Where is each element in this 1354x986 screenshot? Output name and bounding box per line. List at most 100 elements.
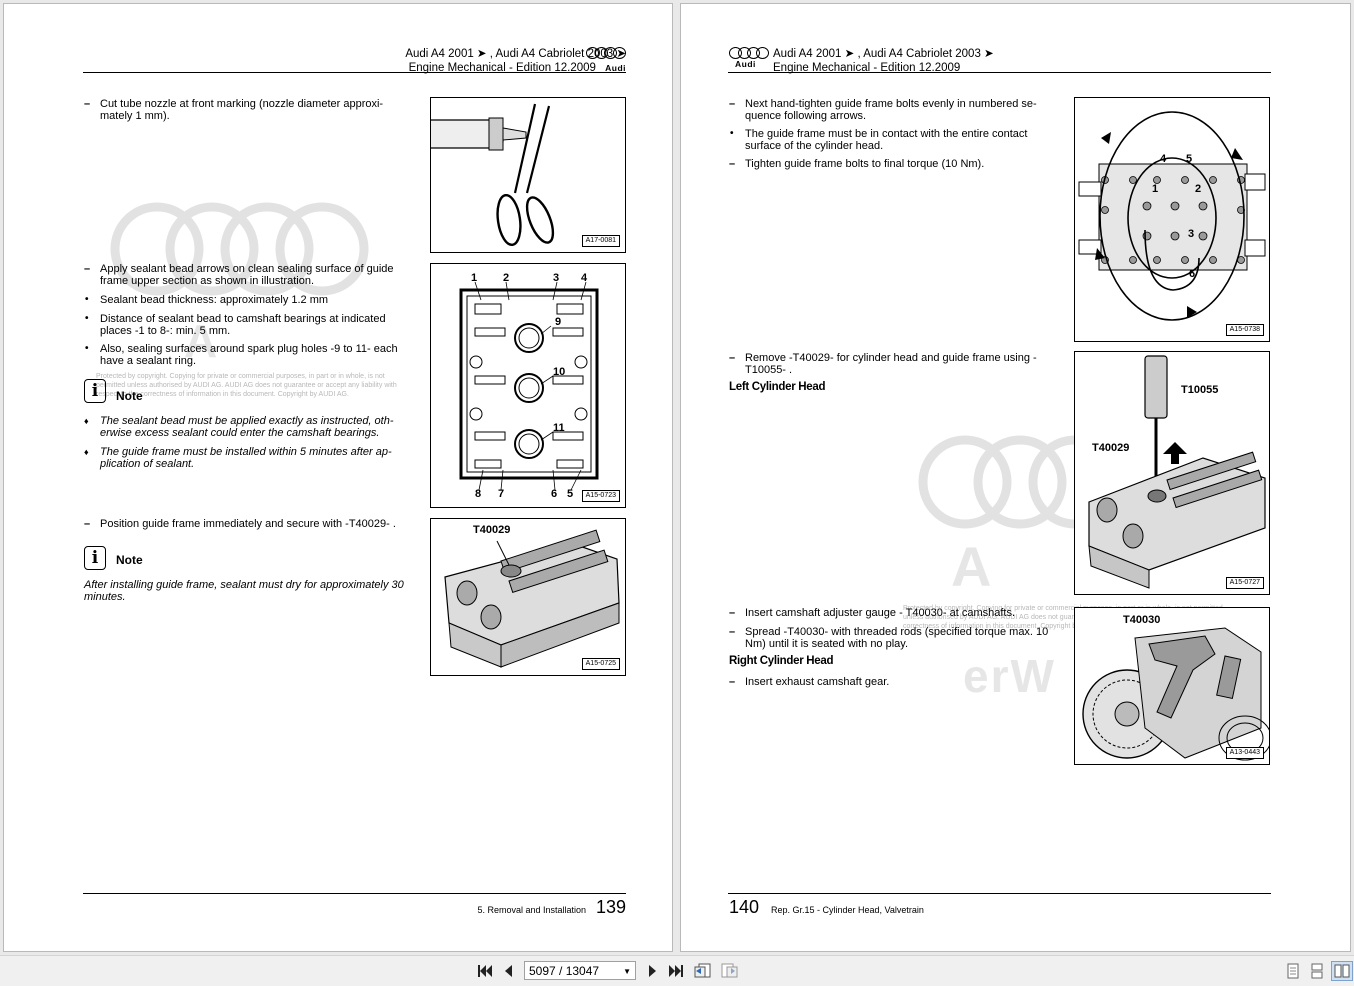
callout-3: 3	[553, 272, 560, 284]
bullet-bead-thickness: • Sealant bead thickness: approximately …	[84, 294, 418, 306]
bullet-marker: •	[85, 294, 89, 305]
copyright-watermark: Protected by copyright. Copying for priv…	[96, 373, 397, 398]
watermark-audi-wordmark: A	[951, 535, 994, 598]
callout-2: 2	[1195, 183, 1202, 195]
figure-bolt-sequence: 4 5 1 2 3 6 A15-0738	[1074, 97, 1270, 342]
callout-4: 4	[581, 272, 588, 284]
bullet-spark-plug-rings: • Also, sealing surfaces around spark pl…	[84, 343, 418, 367]
step-cut-nozzle: – Cut tube nozzle at front marking (nozz…	[84, 98, 410, 122]
callout-11: 11	[553, 422, 565, 434]
bullet-contact-surface: • The guide frame must be in contact wit…	[729, 128, 1065, 152]
page-number: 140	[729, 897, 760, 917]
facing-pages-view-button[interactable]	[1331, 961, 1353, 981]
warning-marker: ♦	[84, 416, 89, 426]
audi-logo: Audi	[605, 63, 626, 73]
warning-text: The guide frame must be installed within…	[100, 446, 392, 470]
footer-section: 5. Removal and Installation	[477, 905, 586, 915]
footer-rule	[728, 893, 1271, 894]
step-text: Next hand-tighten guide frame bolts even…	[745, 98, 1037, 122]
warning-sealant-bead: ♦ The sealant bead must be applied exact…	[84, 415, 418, 439]
callout-4: 4	[1160, 153, 1167, 165]
dropdown-caret-icon: ▼	[623, 967, 631, 976]
previous-page-button[interactable]	[498, 961, 520, 981]
figure-camshaft-gauge: T40030 A13-0443	[1074, 607, 1270, 765]
info-icon: i	[84, 546, 106, 570]
facing-pages-icon	[1334, 964, 1350, 978]
watermark-audi-wordmark: A	[184, 315, 220, 367]
callout-6: 6	[1189, 268, 1196, 280]
header-edition-line: Engine Mechanical - Edition 12.2009 Audi	[405, 61, 626, 75]
copyright-watermark: Protected by copyright. Copying for priv…	[903, 605, 1223, 630]
note-label: Note	[116, 553, 143, 567]
bullet-text: Sealant bead thickness: approximately 1.…	[100, 294, 329, 306]
bullet-text: Also, sealing surfaces around spark plug…	[100, 343, 398, 367]
last-page-button[interactable]	[665, 961, 687, 981]
step-text: Cut tube nozzle at front marking (nozzle…	[100, 98, 384, 122]
header-rule	[728, 72, 1271, 73]
step-position-guide-frame: – Position guide frame immediately and s…	[84, 518, 430, 530]
header-edition-text: Engine Mechanical - Edition 12.2009	[408, 62, 596, 74]
tool-label-t40029: T40029	[473, 524, 511, 536]
step-final-torque: – Tighten guide frame bolts to final tor…	[729, 158, 1065, 170]
figure-guide-frame-sealant: 1 2 3 4 9 10 11 8 7 6 5 A15-0723	[430, 263, 626, 508]
step-marker: –	[729, 626, 736, 638]
page-number-field[interactable]: 5097 / 13047 ▼	[524, 961, 636, 980]
callout-1: 1	[1152, 183, 1159, 195]
watermark-rings	[110, 202, 369, 296]
warning-install-time: ♦ The guide frame must be installed with…	[84, 446, 418, 470]
step-text: Position guide frame immediately and sec…	[100, 518, 396, 530]
callout-5: 5	[1186, 153, 1193, 165]
step-marker: –	[84, 263, 91, 275]
step-marker: –	[729, 352, 736, 364]
step-text: Apply sealant bead arrows on clean seali…	[100, 263, 394, 287]
step-marker: –	[729, 607, 736, 619]
previous-page-icon	[505, 965, 512, 977]
step-text: Insert exhaust camshaft gear.	[745, 676, 890, 688]
step-spread-gauge: – Spread -T40030- with threaded rods (sp…	[729, 626, 1065, 650]
bullet-marker: •	[85, 313, 89, 324]
figure-code: A15-0725	[581, 658, 620, 670]
step-marker: –	[729, 158, 736, 170]
callout-9: 9	[555, 316, 562, 328]
bullet-bead-distance: • Distance of sealant bead to camshaft b…	[84, 313, 418, 337]
figure-code: A15-0723	[581, 490, 620, 502]
note-label: Note	[116, 389, 143, 403]
single-page-icon	[1287, 963, 1299, 979]
callout-2: 2	[503, 272, 510, 284]
step-marker: –	[84, 518, 91, 530]
figure-code: A17-0081	[581, 235, 620, 247]
first-page-button[interactable]	[474, 961, 496, 981]
next-page-button[interactable]	[641, 961, 663, 981]
page-header: Audi A4 2001 ➤ , Audi A4 Cabriolet 2003 …	[405, 47, 626, 75]
continuous-view-button[interactable]	[1306, 961, 1328, 981]
header-rule	[83, 72, 626, 73]
step-text: Spread -T40030- with threaded rods (spec…	[745, 626, 1049, 650]
bullet-text: The guide frame must be in contact with …	[745, 128, 1028, 152]
tool-label-t10055: T10055	[1181, 384, 1219, 396]
footer-section: Rep. Gr.15 - Cylinder Head, Valvetrain	[771, 905, 924, 915]
bullet-marker: •	[85, 343, 89, 354]
page-header: Audi A4 2001 ➤ , Audi A4 Cabriolet 2003 …	[773, 47, 994, 75]
callout-7: 7	[498, 488, 505, 500]
left-page: Audi A4 2001 ➤ , Audi A4 Cabriolet 2003 …	[3, 3, 673, 952]
last-page-icon	[669, 965, 683, 977]
step-text: Remove -T40029- for cylinder head and gu…	[745, 352, 1037, 376]
tool-label-t40029: T40029	[1092, 442, 1130, 454]
first-page-icon	[478, 965, 492, 977]
callout-6: 6	[551, 488, 558, 500]
forward-view-icon	[721, 963, 738, 978]
step-marker: –	[729, 676, 736, 688]
figure-scissors-nozzle: A17-0081	[430, 97, 626, 253]
step-marker: –	[729, 98, 736, 110]
figure-guide-frame-tool: T40029 A15-0725	[430, 518, 626, 676]
single-page-view-button[interactable]	[1282, 961, 1304, 981]
step-hand-tighten: – Next hand-tighten guide frame bolts ev…	[729, 98, 1065, 122]
audi-rings-logo	[729, 44, 769, 62]
go-back-view-button[interactable]	[692, 961, 714, 981]
info-icon: i	[84, 379, 106, 403]
callout-1: 1	[471, 272, 478, 284]
viewer-toolbar: 5097 / 13047 ▼	[0, 955, 1354, 986]
go-forward-view-button[interactable]	[718, 961, 740, 981]
header-model-line: Audi A4 2001 ➤ , Audi A4 Cabriolet 2003 …	[773, 48, 994, 60]
next-page-icon	[649, 965, 656, 977]
